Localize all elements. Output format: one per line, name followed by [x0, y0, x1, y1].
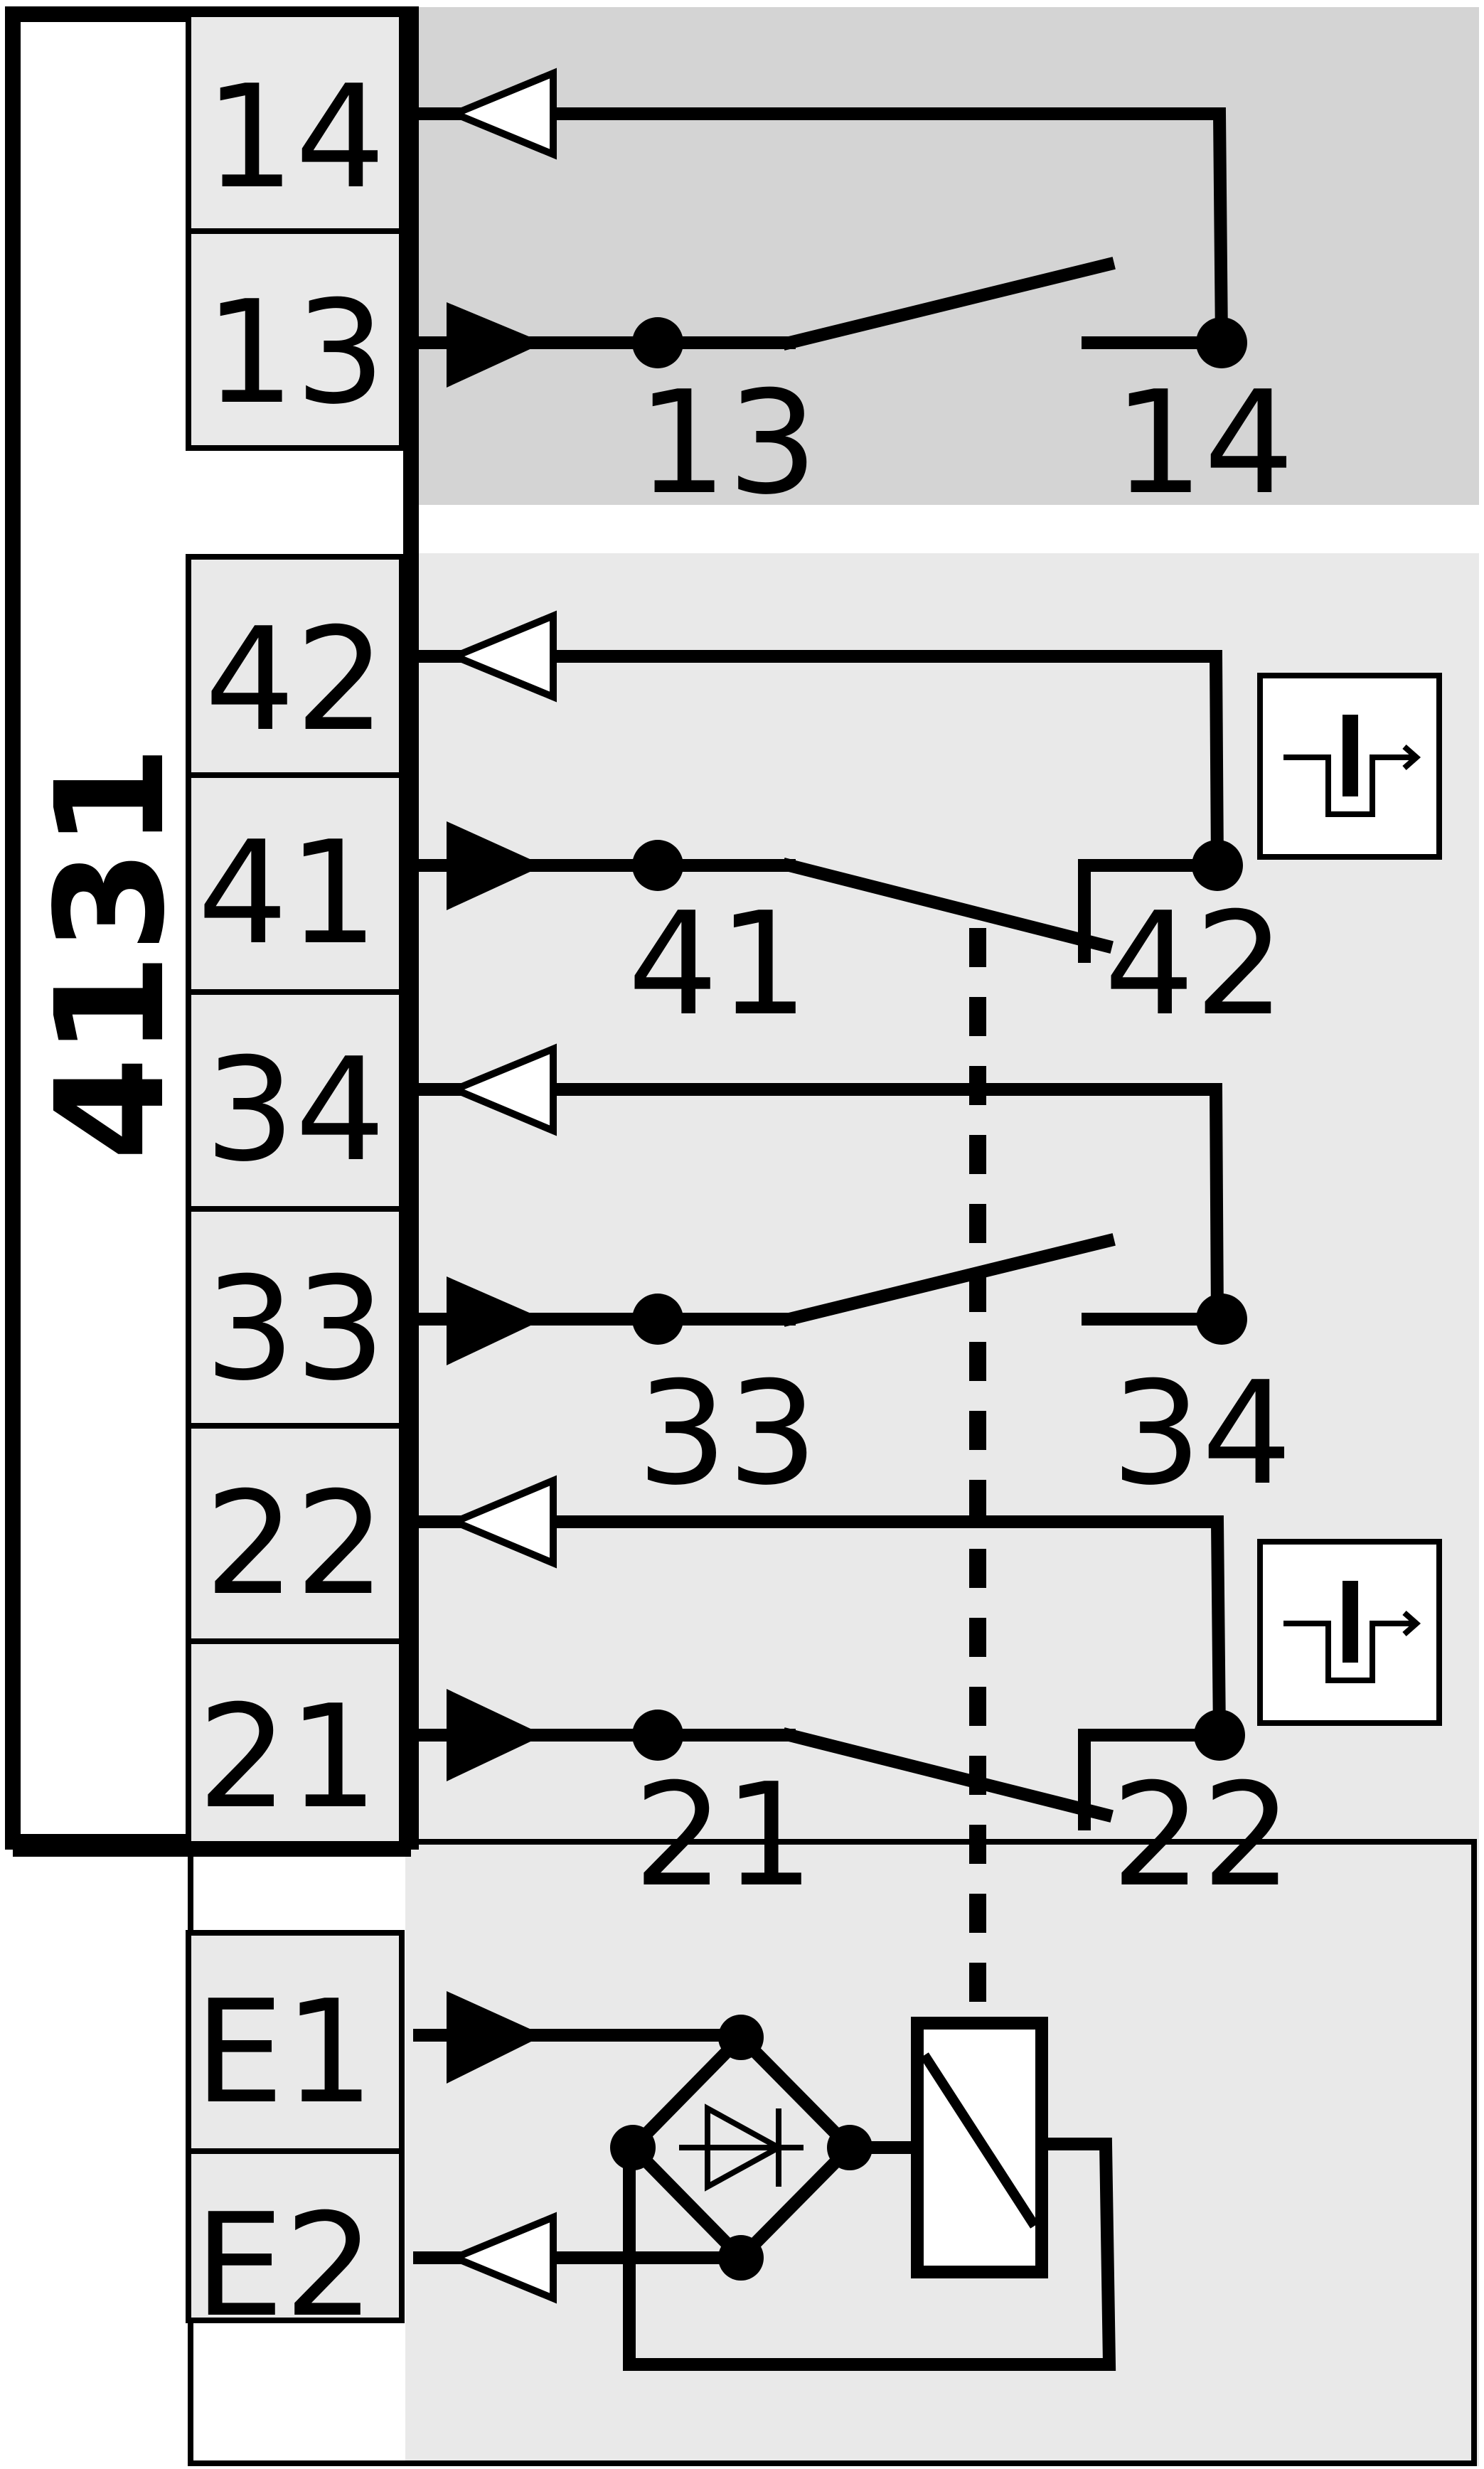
arrow-in-33 — [447, 1276, 544, 1365]
contact-21-22: 21 22 — [413, 1475, 1293, 1919]
terminal-34[interactable]: 34 — [205, 1028, 386, 1193]
arrow-in-41 — [447, 821, 544, 910]
node-14 — [1196, 317, 1247, 368]
terminal-e1[interactable]: E1 — [194, 1970, 375, 2135]
diode-icon — [679, 2103, 804, 2192]
contact-label-33: 33 — [637, 1351, 818, 1517]
contact-33-34: 33 34 — [413, 1043, 1293, 1517]
node-33 — [632, 1294, 683, 1345]
node-34 — [1196, 1294, 1247, 1345]
contact-13-14: 13 14 — [413, 68, 1295, 526]
contact-label-14: 14 — [1114, 361, 1295, 526]
arrow-out-14 — [445, 68, 557, 160]
terminal-group-2: 42 41 34 33 22 21 — [186, 554, 405, 1847]
positive-opening-icon — [1257, 1539, 1442, 1726]
contact-41-42: 41 42 — [413, 610, 1286, 1047]
node-13 — [632, 317, 683, 368]
arrow-in-13 — [447, 302, 544, 388]
arrow-out-22 — [446, 1475, 557, 1569]
arrow-in-e1 — [447, 1991, 544, 2084]
contact-label-34: 34 — [1111, 1351, 1293, 1517]
arrow-in-21 — [447, 1689, 544, 1781]
terminal-22[interactable]: 22 — [205, 1461, 386, 1627]
terminal-42[interactable]: 42 — [205, 597, 386, 763]
contact-label-42: 42 — [1104, 882, 1286, 1047]
node-41 — [632, 840, 683, 891]
bridge-node-bottom — [718, 2235, 764, 2281]
contact-label-21: 21 — [634, 1753, 815, 1919]
module-label: 4131 — [23, 745, 198, 1161]
positive-opening-icon — [1257, 673, 1442, 860]
contact-label-41: 41 — [628, 882, 809, 1047]
terminal-33[interactable]: 33 — [205, 1247, 386, 1412]
terminal-41[interactable]: 41 — [198, 811, 379, 976]
terminal-group-3: E1 E2 — [186, 1930, 405, 2349]
top-panel — [405, 7, 1479, 505]
terminal-14[interactable]: 14 — [205, 55, 386, 220]
arrow-out-e2 — [445, 2212, 557, 2304]
contact-label-22: 22 — [1111, 1753, 1293, 1919]
node-42 — [1192, 840, 1243, 891]
terminal-21[interactable]: 21 — [198, 1675, 379, 1840]
bridge-node-top — [718, 2015, 764, 2060]
terminal-13[interactable]: 13 — [205, 270, 386, 436]
coil-circuit — [413, 1991, 1116, 2371]
node-21 — [632, 1710, 683, 1761]
arrow-out-34 — [445, 1043, 557, 1136]
contact-label-13: 13 — [637, 361, 818, 526]
arrow-out-42 — [445, 610, 557, 703]
terminal-group-1: 14 13 — [186, 11, 405, 451]
terminal-e2[interactable]: E2 — [194, 2183, 375, 2349]
node-22 — [1194, 1710, 1245, 1761]
